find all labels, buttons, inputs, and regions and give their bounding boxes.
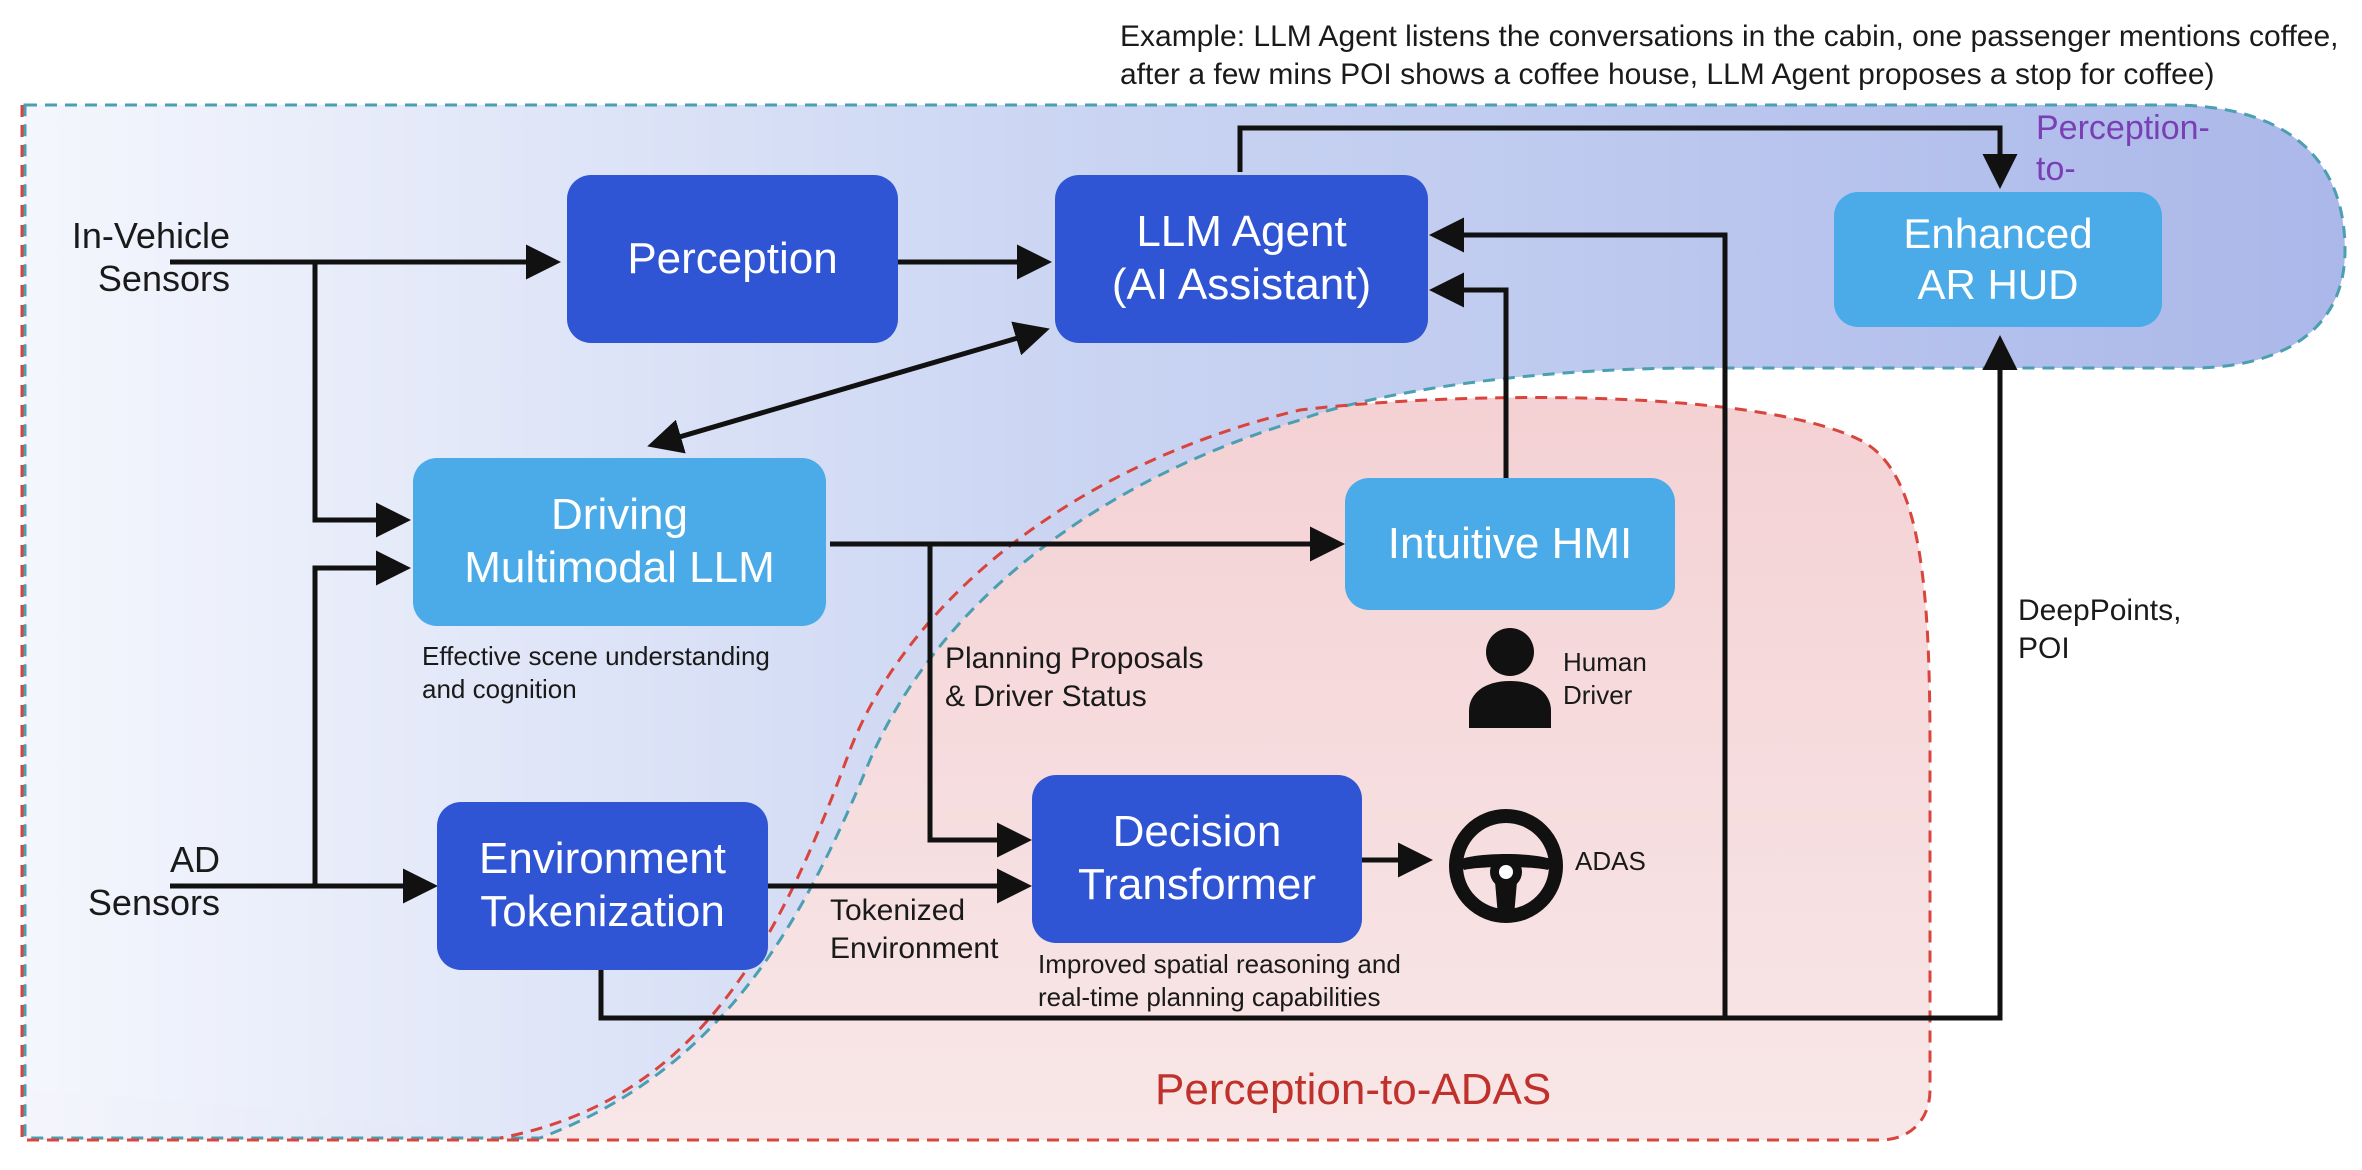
- example-note-line-1: Example: LLM Agent listens the conversat…: [1120, 20, 2339, 53]
- perception-to-adas-label: Perception-to-ADAS: [1155, 1065, 1552, 1114]
- planning-proposals-label: Planning Proposals & Driver Status: [945, 642, 1204, 713]
- adas-label: ADAS: [1575, 846, 1646, 876]
- connectors: [170, 125, 2018, 1021]
- perception-box[interactable]: Perception: [567, 175, 898, 343]
- driving-multimodal-llm-box[interactable]: Driving Multimodal LLM: [413, 458, 826, 626]
- arrow-env-token-to-ar-hud: [598, 335, 2018, 1021]
- llm-agent-box[interactable]: LLM Agent (AI Assistant): [1055, 175, 1428, 343]
- person-icon: [1469, 628, 1551, 728]
- steering-wheel-icon: [1449, 809, 1563, 923]
- deeppoints-poi-label: DeepPoints, POI: [2018, 594, 2182, 665]
- arrow-llm-agent-driving-llm: [647, 321, 1050, 454]
- arrow-sensors-to-driving-llm: [312, 262, 411, 538]
- example-note-line-2: after a few mins POI shows a coffee hous…: [1120, 57, 2215, 91]
- improved-reasoning-label: Improved spatial reasoning and real-time…: [1038, 949, 1401, 1012]
- enhanced-ar-hud-box[interactable]: Enhanced AR HUD: [1834, 192, 2162, 327]
- scene-understanding-label: Effective scene understanding and cognit…: [422, 641, 770, 704]
- arrow-llm-agent-to-ar-hud: [1237, 125, 2018, 189]
- in-vehicle-sensors-label: In-Vehicle Sensors: [71, 215, 230, 300]
- environment-tokenization-box[interactable]: Environment Tokenization: [437, 802, 768, 970]
- arrow-bottom-to-llm-agent: [1429, 217, 1728, 1018]
- intuitive-hmi-box[interactable]: Intuitive HMI: [1345, 478, 1675, 610]
- arrow-hmi-to-llm-agent: [1429, 272, 1509, 478]
- tokenized-environment-label: Tokenized Environment: [830, 894, 999, 965]
- decision-transformer-box[interactable]: Decision Transformer: [1032, 775, 1362, 943]
- ivi-region-outline: [23, 103, 2347, 1140]
- ad-sensors-label: AD Sensors: [87, 839, 220, 924]
- arrow-driving-llm-to-decision: [927, 544, 1032, 858]
- human-driver-label: Human Driver: [1563, 647, 1647, 710]
- adas-region-outline: [20, 105, 1932, 1142]
- arrow-ad-sensors-to-driving-llm: [312, 550, 411, 886]
- example-note: Example: LLM Agent listens the conversat…: [1120, 18, 2350, 93]
